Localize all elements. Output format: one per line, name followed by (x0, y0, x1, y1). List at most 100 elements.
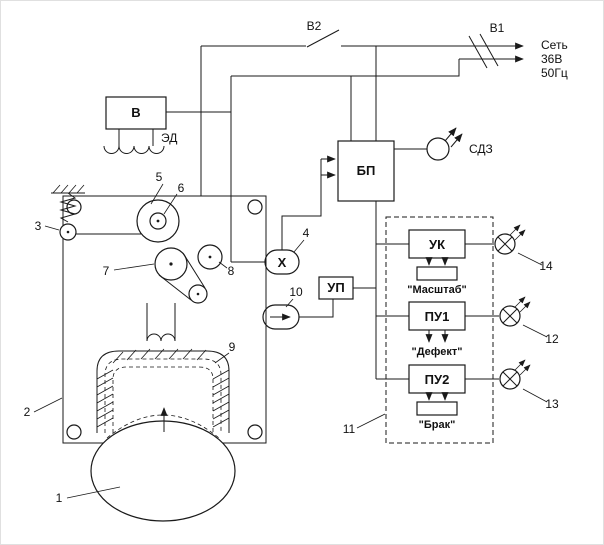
lamp-14-ray-1 (509, 224, 521, 236)
pu2-control (416, 401, 458, 416)
label-mains-2: 36В (541, 52, 562, 66)
lamp-13-cross (502, 371, 518, 387)
lamp-13-ray-1 (514, 359, 526, 371)
yoke-inner-arc (106, 414, 220, 439)
lamp-14-cross (497, 236, 513, 252)
leader-3 (44, 225, 60, 231)
callout-7: 7 (103, 264, 110, 278)
label-switch-b2: В2 (307, 19, 322, 33)
caption-scale: "Масштаб" (407, 284, 466, 296)
callout-9: 9 (229, 340, 236, 354)
feed-left-circuit (166, 46, 265, 263)
label-block-pu1: ПУ1 (425, 309, 450, 324)
callout-12: 12 (545, 332, 559, 346)
label-sdz: СДЗ (469, 142, 493, 156)
leader-4 (293, 239, 305, 253)
detector-to-up (299, 299, 334, 318)
sdz-arrow-1 (444, 127, 457, 142)
roller-7-axis (169, 262, 173, 266)
lamp-12-ray-1 (514, 296, 526, 308)
block-uk (408, 229, 466, 259)
leader-14 (517, 252, 543, 266)
leader-7 (113, 263, 155, 271)
caption-defect: "Дефект" (411, 346, 462, 358)
spring-support-hatch (52, 184, 85, 194)
yoke-layer-2 (104, 358, 222, 433)
leader-8 (218, 261, 228, 269)
label-block-uk: УК (429, 237, 445, 252)
object-balloon (90, 420, 236, 522)
leader-13 (522, 388, 548, 403)
callout-3: 3 (35, 219, 42, 233)
label-mains-3: 50Гц (541, 66, 568, 80)
yoke-hatching (96, 348, 230, 428)
frame-roller-br (247, 424, 263, 440)
motor-winding (103, 145, 165, 154)
sdz-arrow-2 (450, 133, 463, 148)
callout-10: 10 (289, 285, 303, 299)
lever-end-axis (196, 292, 200, 296)
optics-section: Х УП (262, 201, 409, 380)
motor-leads (118, 129, 154, 146)
sdz-indicator (426, 137, 450, 161)
callout-11: 11 (343, 422, 356, 436)
callout-14: 14 (539, 259, 553, 273)
leader-12 (522, 324, 548, 338)
yoke-layer-3 (112, 366, 214, 433)
callout-13: 13 (545, 397, 559, 411)
label-block-v: В (131, 105, 140, 120)
caption-reject: "Брак" (419, 419, 456, 431)
bp-input-riser (281, 159, 322, 250)
block-bp (337, 140, 395, 202)
lamp-12-cross (502, 308, 518, 324)
leader-1 (66, 486, 121, 499)
frame-roller-tr (247, 199, 263, 215)
callout-8: 8 (228, 264, 235, 278)
callout-4: 4 (303, 226, 310, 240)
callout-5: 5 (156, 170, 163, 184)
wire-top-2 (231, 59, 460, 77)
callouts: 1 2 3 4 5 6 7 8 9 10 11 12 13 14 (24, 170, 559, 505)
signal-bus (353, 201, 409, 380)
leader-9 (214, 352, 230, 364)
lamp-12-ray-2 (519, 301, 531, 313)
roller-8-axis (208, 255, 212, 259)
sensor-coil-leads (146, 303, 176, 341)
sensor-coil (146, 333, 176, 342)
label-block-x: Х (278, 255, 287, 270)
leader-11 (356, 413, 386, 429)
label-mains-1: Сеть (541, 38, 568, 52)
lamp-14-ray-2 (514, 229, 526, 241)
uk-control (416, 266, 458, 281)
yoke-outer (96, 350, 230, 433)
lamp-outputs (465, 224, 531, 390)
block-x (264, 249, 300, 275)
lamp-feed-wires (465, 243, 499, 380)
label-motor-ed: ЭД (161, 131, 177, 145)
leader-2 (33, 397, 63, 413)
label-block-pu2: ПУ2 (425, 372, 450, 387)
processing-unit-11: УК "Масштаб" ПУ1 "Дефект" ПУ2 "Брак" (385, 216, 494, 444)
frame-roller-bl (66, 424, 82, 440)
label-block-bp: БП (357, 163, 376, 178)
measuring-frame (51, 184, 267, 444)
label-block-up: УП (327, 280, 344, 295)
block-v (105, 96, 167, 130)
switch-b1-marks (468, 33, 499, 69)
dashed-enclosure (385, 216, 494, 444)
sensor-section (90, 303, 236, 522)
callout-2: 2 (24, 405, 31, 419)
lamp-13-ray-2 (519, 364, 531, 376)
block-pu1 (408, 301, 466, 331)
leader-10 (285, 298, 294, 308)
mains-section: В2 В1 Сеть 36В 50Гц (166, 19, 568, 263)
switch-b2-blade (306, 29, 340, 48)
lever-arm (158, 252, 206, 301)
psu-section: БП СДЗ (281, 127, 493, 250)
leader-6 (163, 193, 178, 215)
leader-5 (150, 183, 164, 205)
rectifier-motor: В ЭД (103, 96, 177, 154)
tension-spring (59, 192, 77, 223)
